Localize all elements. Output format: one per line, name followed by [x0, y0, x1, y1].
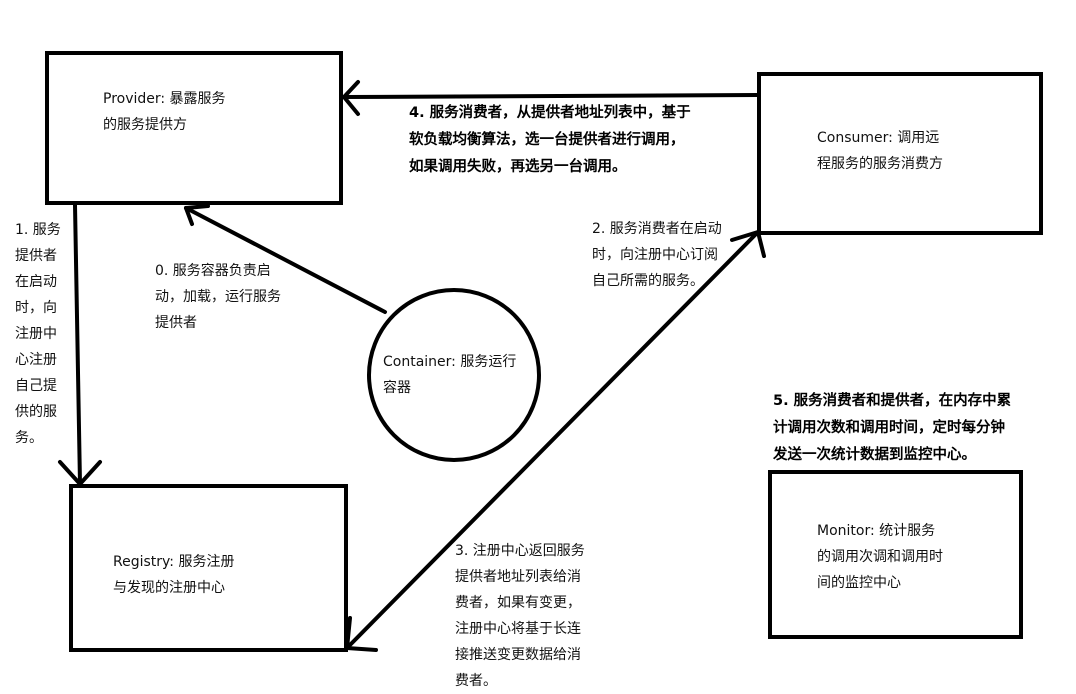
registry-box: [69, 484, 348, 652]
arrow-invoke-head: [342, 80, 360, 116]
monitor-label: Monitor: 统计服务 的调用次调和调用时 间的监控中心: [817, 523, 943, 591]
container-label: Container: 服务运行 容器: [383, 354, 517, 396]
consumer-label: Consumer: 调用远 程服务的服务消费方: [817, 130, 943, 172]
diagram-arrows: [58, 80, 766, 652]
consumer-box: [757, 72, 1043, 235]
step1-text: 1. 服务 提供者 在启动 时，向 注册中 心注册 自己提 供的服 务。: [15, 222, 61, 446]
monitor-box: [768, 470, 1023, 639]
arrow-start-head-a: [184, 204, 210, 210]
arrow-start-head-b: [184, 206, 194, 226]
step0-text: 0. 服务容器负责启 动，加载，运行服务 提供者: [155, 263, 281, 331]
step4-text: 4. 服务消费者，从提供者地址列表中，基于 软负载均衡算法，选一台提供者进行调用…: [409, 105, 691, 175]
arrow-invoke: [342, 93, 760, 99]
arrow-register: [73, 203, 82, 486]
arrow-start: [184, 206, 387, 314]
provider-label: Provider: 暴露服务 的服务提供方: [103, 91, 226, 133]
registry-label: Registry: 服务注册 与发现的注册中心: [113, 554, 235, 596]
arrow-subscribe: [345, 230, 760, 650]
step3-text: 3. 注册中心返回服务 提供者地址列表给消 费者，如果有变更， 注册中心将基于长…: [455, 543, 585, 689]
provider-box: [45, 51, 343, 205]
container-circle: [367, 288, 541, 462]
step2-text: 2. 服务消费者在启动 时，向注册中心订阅 自己所需的服务。: [592, 221, 722, 289]
step5-text: 5. 服务消费者和提供者，在内存中累 计调用次数和调用时间，定时每分钟 发送一次…: [773, 393, 1012, 463]
